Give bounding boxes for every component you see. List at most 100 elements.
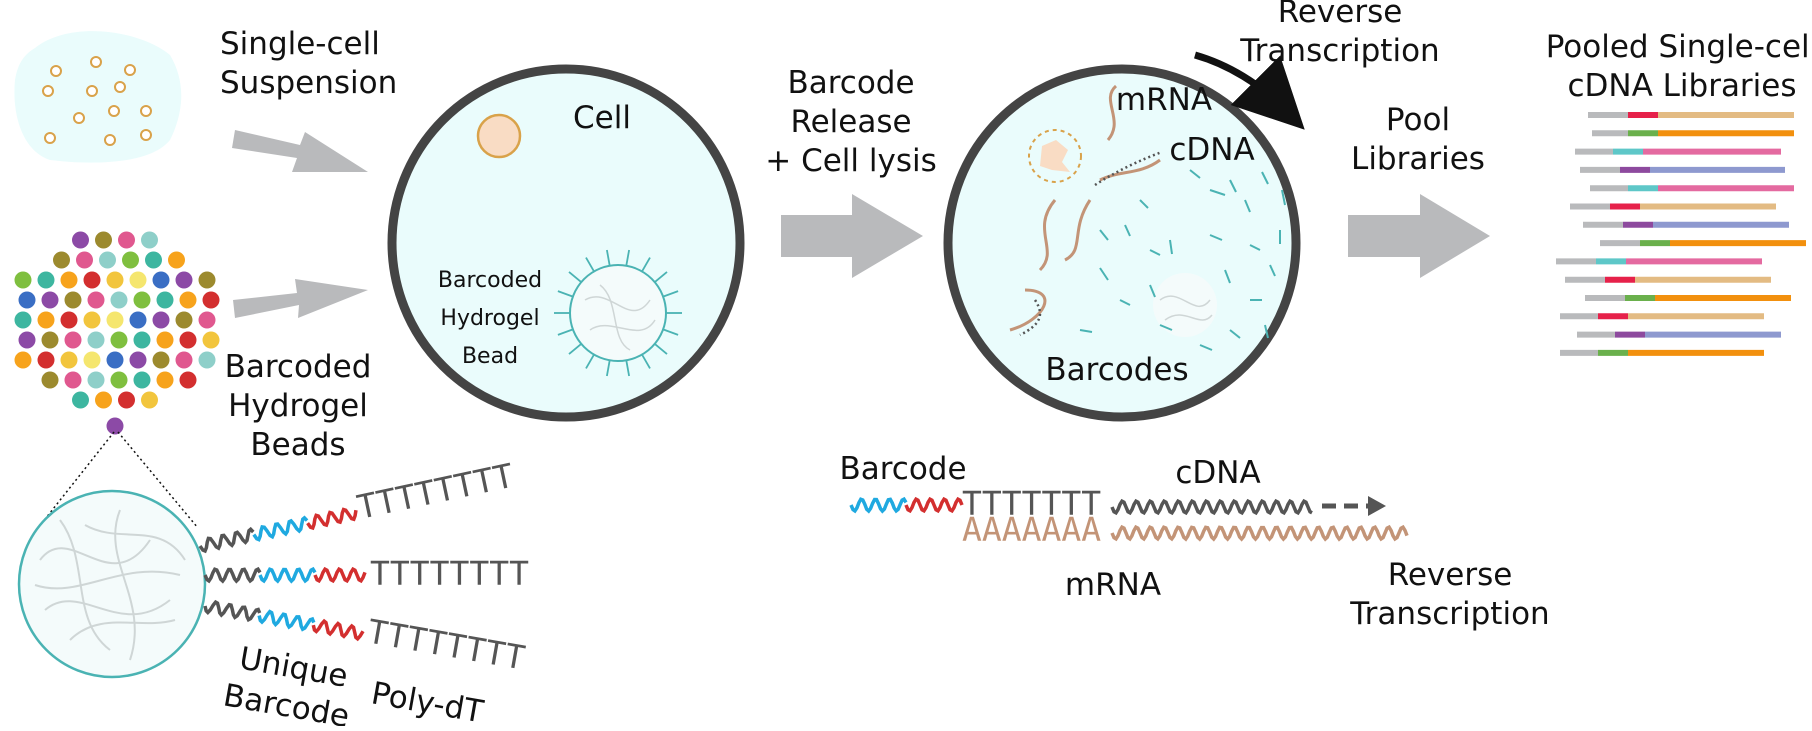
bead-dot — [110, 371, 128, 389]
released-barcode — [1139, 199, 1149, 209]
bead-dot — [64, 371, 82, 389]
bead-dot — [175, 271, 193, 289]
bead-dot — [99, 251, 116, 269]
bead-dot — [18, 291, 36, 309]
cdna-strand — [1094, 150, 1163, 187]
bead-dot — [41, 291, 59, 309]
bead-dot — [133, 371, 151, 389]
bead-dot — [202, 291, 220, 309]
droplet-bead-oligo — [641, 354, 651, 369]
label-libraries: Libraries — [1351, 141, 1485, 177]
bead-dot — [76, 251, 93, 269]
suspension-blob — [14, 31, 182, 163]
rt-strands — [849, 496, 1409, 542]
bead-dot — [152, 351, 170, 369]
label-droplet-mrna: mRNA — [1116, 82, 1212, 118]
bead-dot — [14, 311, 32, 329]
suspension-cells — [42, 56, 152, 146]
zoom-line-left — [37, 431, 115, 529]
bead-dot — [37, 351, 55, 369]
oligo-barcode-blue — [252, 515, 309, 542]
oligo — [198, 507, 358, 554]
released-barcode — [1209, 189, 1226, 196]
bead-dot — [83, 311, 101, 329]
bead-dot — [145, 251, 162, 269]
droplet-bead-oligo — [606, 249, 611, 266]
bead-dot — [53, 251, 70, 269]
rt-polyt: TTTTTTT — [962, 484, 1101, 523]
suspension-cell — [90, 56, 102, 68]
bead-dot — [95, 391, 112, 409]
arrow-release — [781, 194, 923, 278]
released-barcode — [1149, 284, 1156, 298]
bead-dot — [106, 351, 124, 369]
released-barcode — [1264, 324, 1269, 339]
gel-fiber — [114, 509, 136, 661]
label-rt-barcode: Barcode — [839, 451, 966, 487]
oligo-barcode-blue — [258, 566, 317, 584]
label-bead-3: Bead — [462, 344, 518, 369]
bead-dot — [72, 391, 89, 409]
dissolved-bead-fiber — [1159, 295, 1211, 307]
lysed-cell — [1028, 129, 1082, 183]
droplet-bead-oligo — [625, 249, 630, 266]
enlarged-bead-icon — [17, 489, 207, 679]
label-bead-1: Barcoded — [438, 268, 542, 293]
library-bars — [1556, 112, 1806, 356]
label-rt-top-1: Reverse — [1278, 0, 1403, 30]
oligo-barcode-blue — [257, 609, 316, 632]
droplet-2-contents — [1009, 84, 1286, 351]
oligo-linker — [203, 599, 262, 623]
bead-dot — [141, 231, 158, 249]
oligo-barcode-red — [313, 566, 367, 584]
released-barcode — [1149, 249, 1161, 256]
droplet-bead-oligo — [654, 343, 668, 355]
oligo-3-polyt: TTTTTTTT — [365, 611, 528, 677]
label-beads: Beads — [250, 427, 345, 463]
oligo-2-polyt: TTTTTTTT — [370, 554, 529, 593]
bead-dot — [83, 351, 101, 369]
droplet-bead — [569, 264, 667, 362]
bead-dot — [129, 351, 147, 369]
oligo — [203, 566, 367, 584]
mrna-strand — [1106, 84, 1118, 141]
droplet-bead-oligo — [568, 343, 582, 355]
bead-dot — [141, 391, 158, 409]
released-barcode — [1099, 267, 1109, 281]
bead-dot — [106, 311, 124, 329]
gel-fiber — [84, 524, 186, 561]
released-barcode — [1249, 244, 1261, 251]
rt-mrna-wave — [1110, 524, 1409, 542]
cell-debris — [1040, 140, 1070, 172]
suspension-cell — [86, 85, 98, 97]
oligo-barcode-red — [311, 618, 365, 642]
dissolved-bead — [1153, 273, 1217, 337]
bead-dot — [118, 391, 135, 409]
label-bead-2: Hydrogel — [440, 306, 539, 331]
label-rt-mrna: mRNA — [1065, 567, 1161, 603]
bead-in-droplet-icon — [554, 249, 682, 377]
label-hydrogel: Hydrogel — [228, 388, 368, 424]
bead-dot — [41, 371, 59, 389]
selected-bead-dot — [106, 417, 124, 435]
bead-dot — [37, 311, 55, 329]
oligo-linker — [203, 566, 262, 584]
gel-fiber — [69, 619, 176, 641]
released-barcode — [1224, 269, 1231, 284]
droplet-bead-oligo — [568, 271, 582, 283]
label-rt-top-2: Transcription — [1239, 33, 1439, 69]
arrow-suspension-to-droplet — [232, 130, 368, 172]
label-rt-cdna: cDNA — [1175, 455, 1260, 491]
bead-dot — [198, 351, 216, 369]
arrow-pool — [1348, 194, 1490, 278]
label-cell: Cell — [573, 100, 631, 136]
suspension-cell — [108, 105, 120, 117]
bead-gel-mesh — [34, 509, 186, 661]
suspension-cell — [42, 85, 54, 97]
bead-dot — [110, 331, 128, 349]
bead-dot — [41, 331, 59, 349]
droplet-bead-oligo — [654, 271, 668, 283]
droplet-bead-oligo — [585, 354, 595, 369]
bead-dot — [87, 291, 105, 309]
